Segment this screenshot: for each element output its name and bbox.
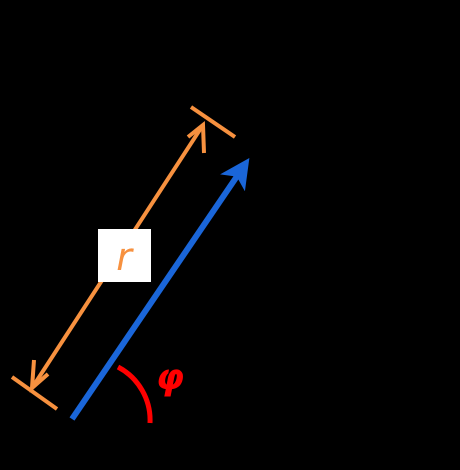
dimension-arrowhead-bottom <box>29 359 50 393</box>
angle-arc <box>116 364 153 424</box>
dimension-arrowhead-top <box>186 120 206 154</box>
dimension-tick-bottom <box>10 375 59 411</box>
vector-arrow <box>69 158 250 421</box>
label-box-background <box>98 229 151 282</box>
magnitude-label-box: r <box>98 229 151 282</box>
dimension-tick-top <box>189 105 237 139</box>
magnitude-label: r <box>116 235 134 279</box>
angle-label: φ <box>156 357 184 398</box>
